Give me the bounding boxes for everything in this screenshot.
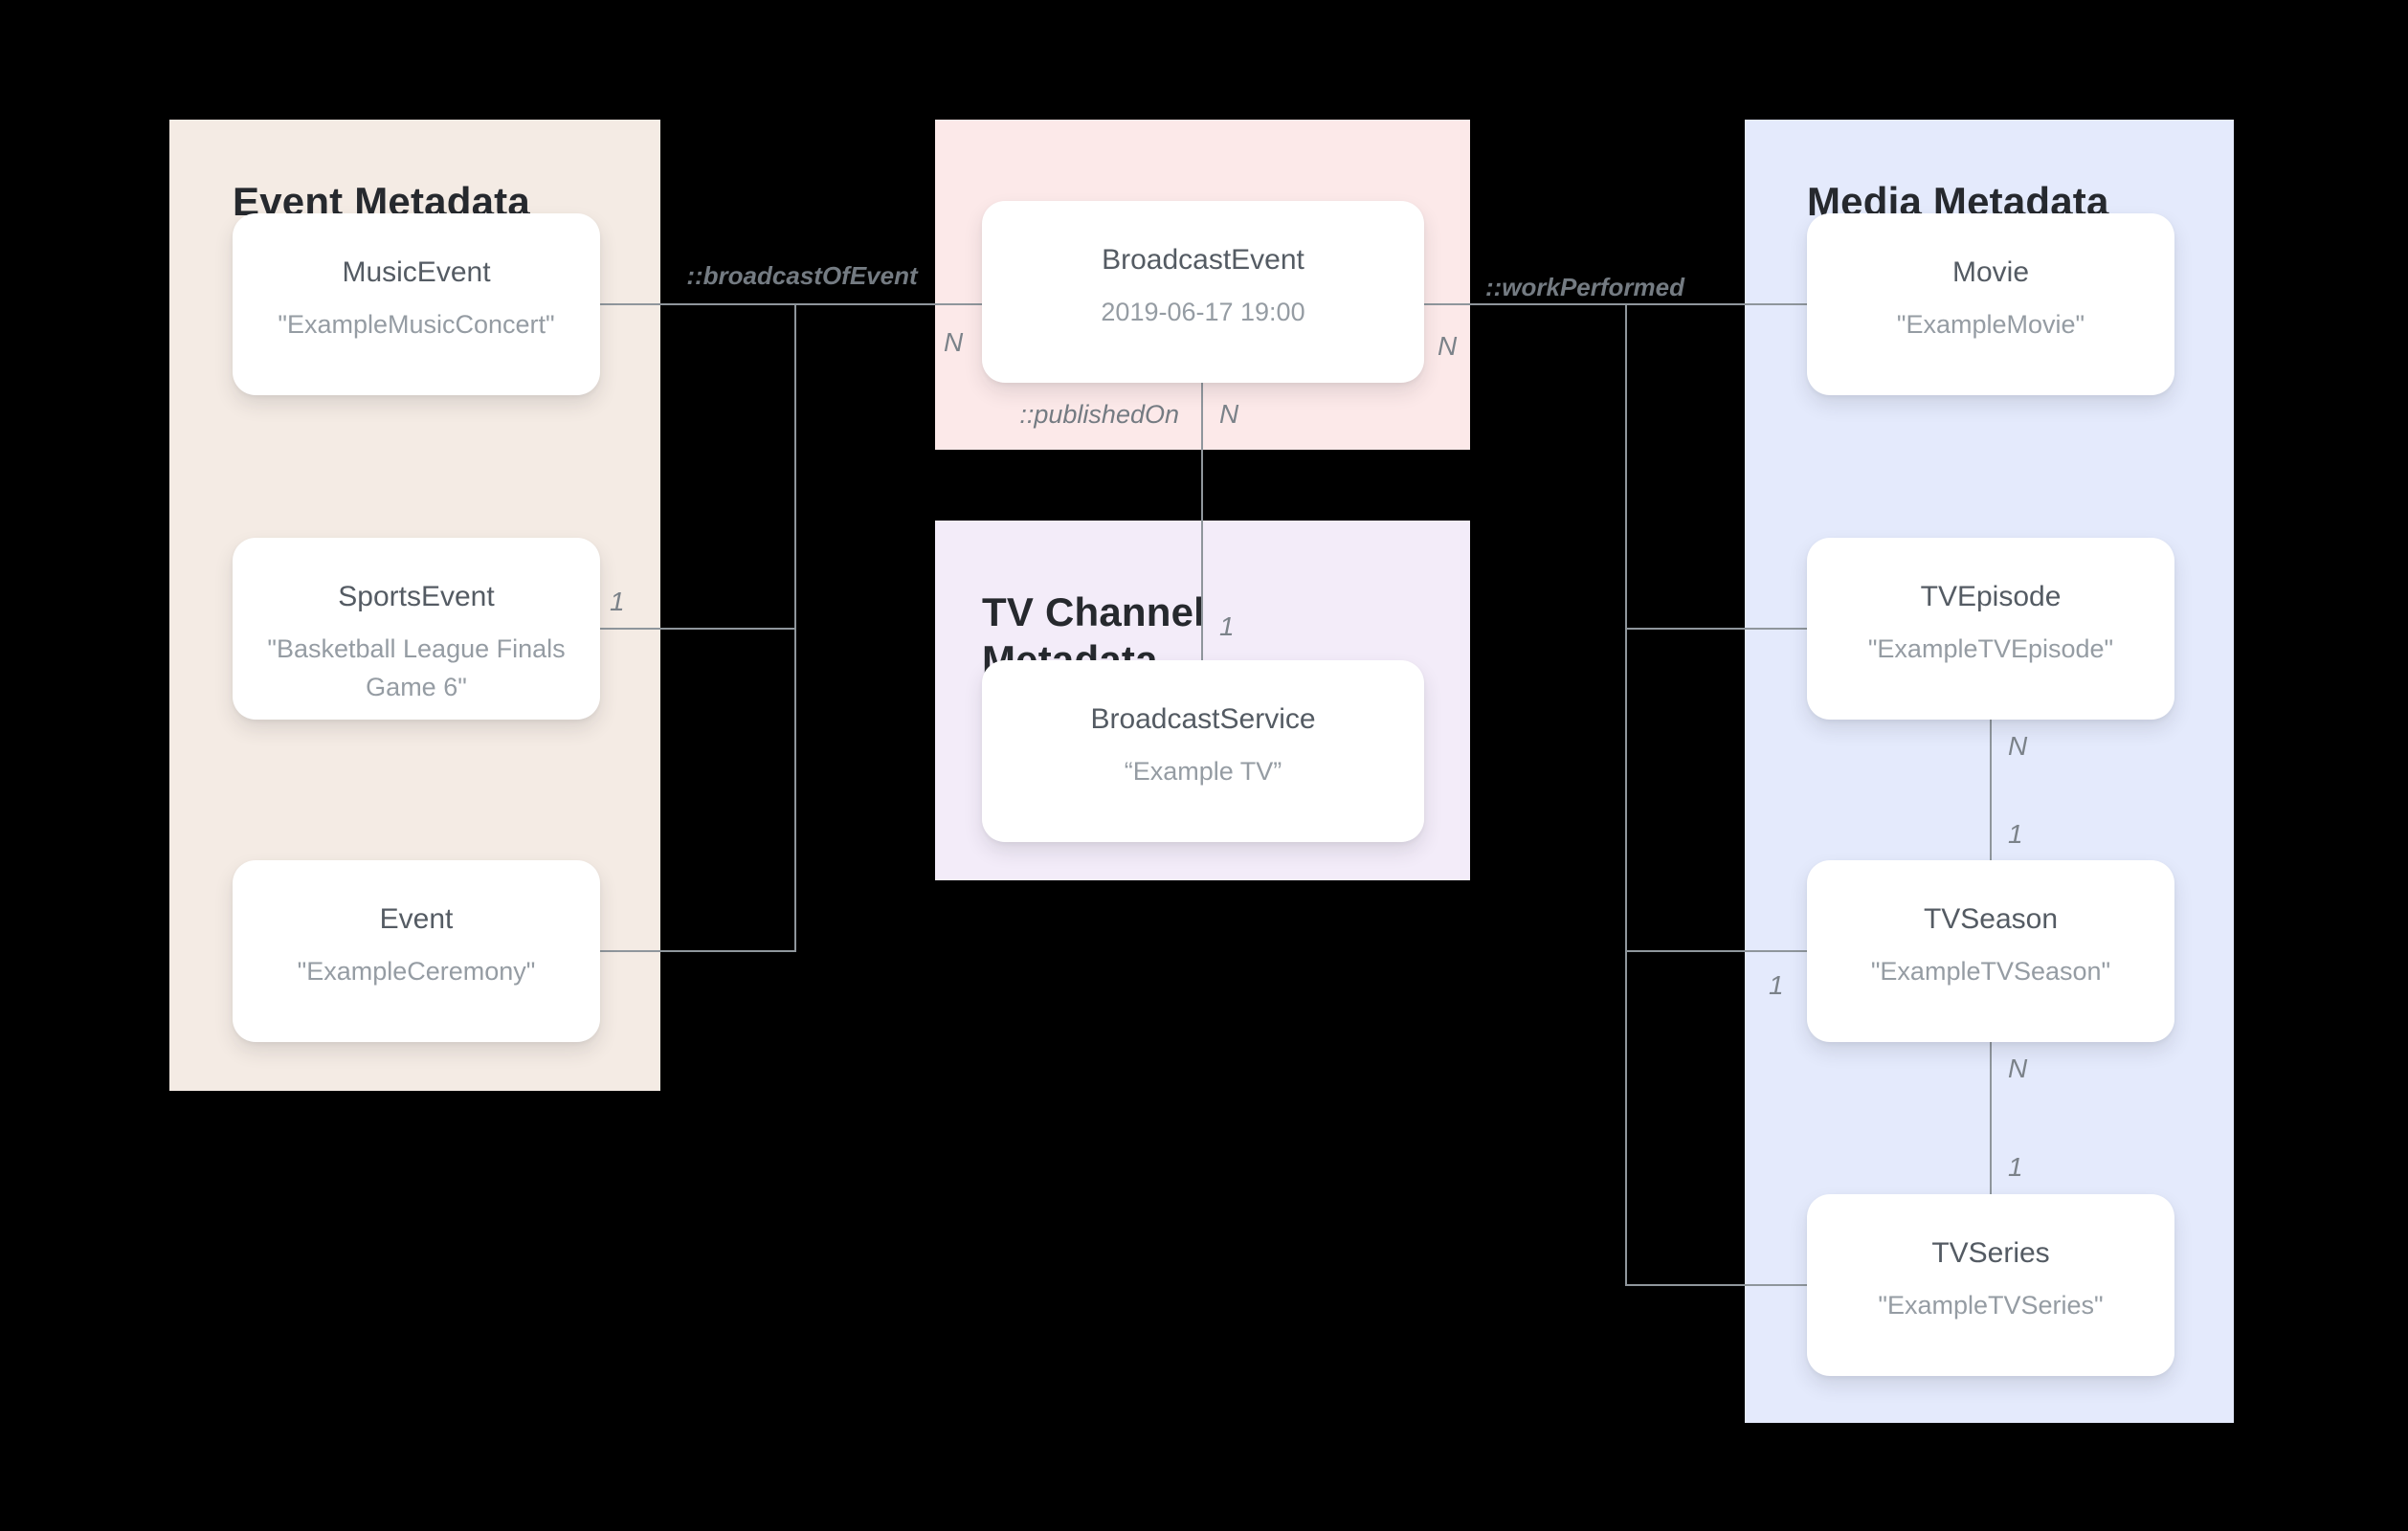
cardinality-broadcastevent-right-n: N xyxy=(1438,331,1458,361)
movie-card-title: Movie xyxy=(1951,256,2030,288)
relation-label-workperformed: ::workPerformed xyxy=(1484,273,1685,301)
connector-episode-season xyxy=(1990,720,1992,860)
cardinality-publishedon-1: 1 xyxy=(1219,611,1235,641)
musicevent-card: MusicEvent "ExampleMusicConcert" xyxy=(233,213,600,395)
cardinality-episode-season-n: N xyxy=(2008,731,2028,761)
broadcastservice-card-title: BroadcastService xyxy=(1090,703,1316,735)
sportsevent-card-value: "Basketball League Finals Game 6" xyxy=(267,634,566,701)
connector-musicevent-broadcastevent xyxy=(600,303,982,305)
broadcastevent-card: BroadcastEvent 2019-06-17 19:00 xyxy=(982,201,1424,383)
connector-event-branch xyxy=(600,950,795,952)
tvseries-card: TVSeries "ExampleTVSeries" xyxy=(1807,1194,2174,1376)
tvseries-card-title: TVSeries xyxy=(1931,1237,2050,1269)
cardinality-sportsevent-1: 1 xyxy=(610,587,625,616)
event-card: Event "ExampleCeremony" xyxy=(233,860,600,1042)
cardinality-season-series-n: N xyxy=(2008,1054,2028,1083)
event-card-title: Event xyxy=(379,903,454,935)
connector-tvseason-branch xyxy=(1625,950,1807,952)
movie-card-value: "ExampleMovie" xyxy=(1896,310,2085,339)
tvseason-card-value: "ExampleTVSeason" xyxy=(1870,957,2111,986)
tvseason-card: TVSeason "ExampleTVSeason" xyxy=(1807,860,2174,1042)
cardinality-broadcastevent-left-n: N xyxy=(944,327,964,357)
connector-tvseries-branch xyxy=(1625,1284,1807,1286)
connector-sportsevent-branch xyxy=(600,628,795,630)
tvepisode-card: TVEpisode "ExampleTVEpisode" xyxy=(1807,538,2174,720)
tvseason-card-title: TVSeason xyxy=(1923,903,2059,935)
cardinality-tvseason-1: 1 xyxy=(1769,970,1784,1000)
broadcastevent-card-value: 2019-06-17 19:00 xyxy=(1101,298,1305,326)
connector-broadcastevent-movie xyxy=(1424,303,1807,305)
connector-tvepisode-branch xyxy=(1625,628,1807,630)
musicevent-card-title: MusicEvent xyxy=(342,256,491,288)
connector-right-trunk xyxy=(1625,303,1627,1286)
cardinality-season-series-1: 1 xyxy=(2008,1152,2023,1182)
tvepisode-card-value: "ExampleTVEpisode" xyxy=(1867,634,2114,663)
event-card-value: "ExampleCeremony" xyxy=(297,957,536,986)
broadcastservice-card: BroadcastService “Example TV” xyxy=(982,660,1424,842)
tv-channel-metadata-title: TV Channel Metadata xyxy=(982,588,1206,682)
cardinality-publishedon-n: N xyxy=(1219,399,1239,429)
cardinality-episode-season-1: 1 xyxy=(2008,819,2023,849)
broadcastevent-card-title: BroadcastEvent xyxy=(1102,244,1304,276)
broadcastservice-card-value: “Example TV” xyxy=(1124,757,1282,786)
relation-label-publishedon: ::publishedOn xyxy=(1019,400,1179,429)
tvepisode-card-title: TVEpisode xyxy=(1920,581,2062,612)
connector-left-trunk xyxy=(794,303,796,952)
movie-card: Movie "ExampleMovie" xyxy=(1807,213,2174,395)
connector-season-series xyxy=(1990,1042,1992,1194)
connector-publishedon xyxy=(1201,383,1203,660)
relation-label-broadcastofevent: ::broadcastOfEvent xyxy=(686,261,918,290)
musicevent-card-value: "ExampleMusicConcert" xyxy=(278,310,555,339)
sportsevent-card-title: SportsEvent xyxy=(338,581,495,612)
sportsevent-card: SportsEvent "Basketball League Finals Ga… xyxy=(233,538,600,720)
tvseries-card-value: "ExampleTVSeries" xyxy=(1878,1291,2104,1320)
